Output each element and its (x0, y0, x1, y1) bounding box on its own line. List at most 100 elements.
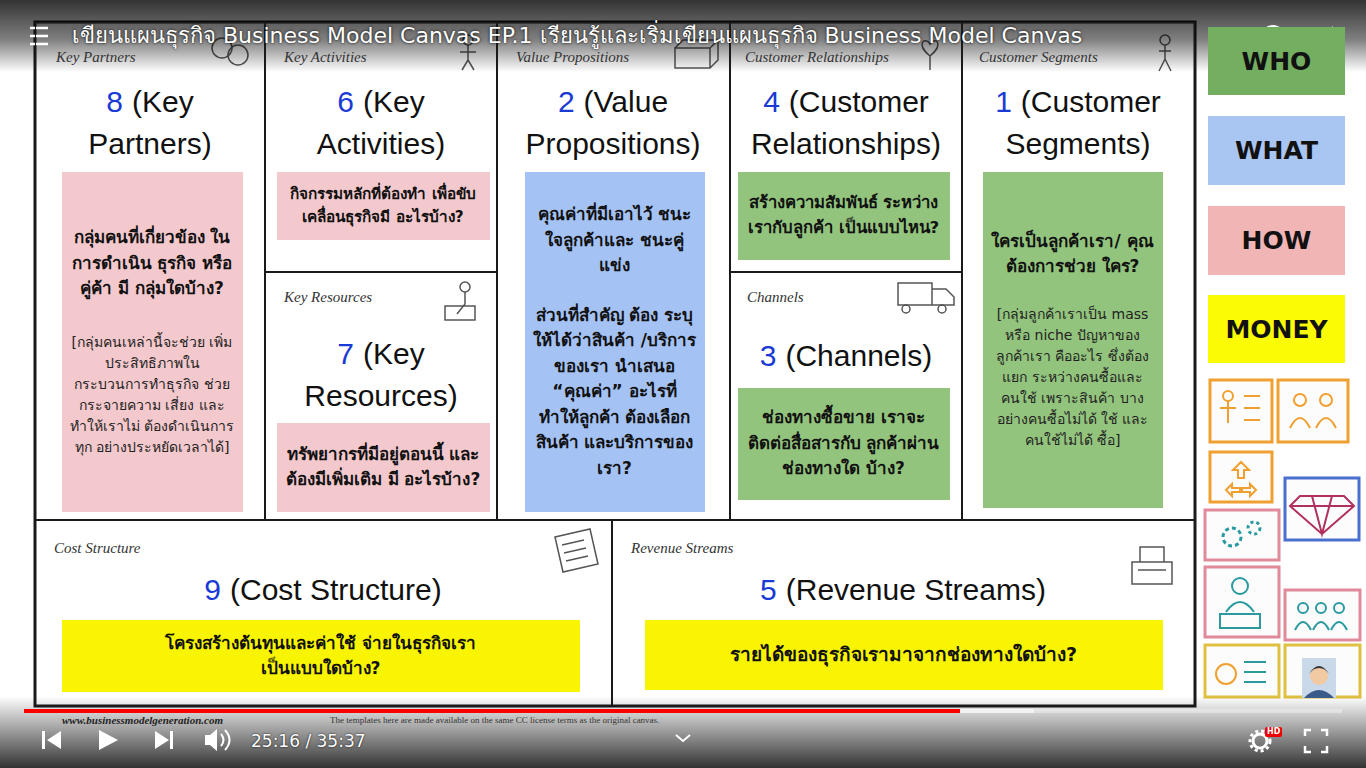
block-heading: Value Propositions (516, 48, 629, 66)
prompt-box: กิจกรรมหลักที่ต้องทำ เพื่อขับเคลื่อนธุรก… (277, 172, 490, 240)
icon-tiles (1205, 380, 1360, 698)
block-title: (Value Propositions) (525, 85, 700, 160)
icon (1216, 664, 1236, 684)
prompt-text: ใครเป็นลูกค้าเรา/ คุณต้องการช่วย ใคร? (991, 229, 1155, 280)
icon (1244, 662, 1266, 682)
prompt-text: กิจกรรมหลักที่ต้องทำ เพื่อขับเคลื่อนธุรก… (285, 183, 482, 229)
block-title: (Key Activities) (317, 85, 445, 160)
bottom-shade (0, 696, 1366, 768)
icon (1226, 462, 1256, 496)
prompt-box: ทรัพยากรที่มีอยู่ตอนนี้ และต้องมีเพิ่มเต… (277, 423, 490, 512)
canvas-block: Revenue Streams5(Revenue Streams)รายได้ข… (612, 520, 1195, 706)
presenter-face (1310, 667, 1328, 685)
block-number: 3 (760, 339, 777, 372)
doodle (898, 283, 954, 305)
category-label: WHO (1242, 47, 1312, 76)
prompt-box: ช่องทางซื้อขาย เราจะติดต่อสื่อสารกับ ลูก… (738, 388, 950, 500)
prompt-text: ทรัพยากรที่มีอยู่ตอนนี้ และต้องมีเพิ่มเต… (285, 442, 482, 493)
block-heading: Key Partners (56, 48, 136, 66)
prev-icon (47, 731, 61, 749)
block-title: (Key Resources) (304, 337, 457, 412)
block-number: 7 (337, 337, 354, 370)
doodle (938, 305, 946, 313)
next-icon (155, 731, 169, 749)
progress-played (24, 709, 960, 713)
icon (1295, 622, 1347, 630)
prompt-box: คุณค่าที่มีเอาไว้ ชนะใจลูกค้าและ ชนะคู่แ… (525, 172, 705, 512)
title-row: 5 (Revenue Streams) (623, 569, 1183, 611)
prompt-text: คุณค่าที่มีเอาไว้ ชนะใจลูกค้าและ ชนะคู่แ… (533, 202, 697, 279)
prompt-text: กลุ่มคนที่เกี่ยวข้อง ในการดำเนิน ธุรกิจ … (70, 225, 235, 302)
icon-tile (1205, 645, 1279, 697)
canvas-block: Value Propositions 2(Value Propositions) ค… (497, 22, 730, 520)
title-row: 9 (Cost Structure) (43, 569, 603, 611)
icon (1290, 418, 1336, 428)
block-title: (Customer Segments) (1005, 85, 1160, 160)
next-icon (170, 731, 173, 749)
prompt-text: รายได้ของธุรกิจเรามาจากช่องทางใดบ้าง? (730, 641, 1077, 669)
icon-tile (1285, 478, 1359, 540)
fullscreen-icon (1305, 730, 1327, 752)
block-heading: Customer Segments (979, 48, 1098, 66)
category-label: WHAT (1235, 136, 1318, 165)
icon-tile (1285, 590, 1360, 640)
icon (1298, 603, 1308, 613)
block-number: 2 (558, 85, 575, 118)
icon (1316, 603, 1326, 613)
category-label: MONEY (1225, 315, 1327, 344)
icon-tile (1205, 510, 1279, 560)
block-title: (Revenue Streams) (786, 573, 1046, 606)
canvas-block: Key Activities6(Key Activities)กิจกรรมหล… (265, 22, 497, 272)
icon (1220, 602, 1260, 628)
icon (1290, 496, 1354, 534)
prompt-text: ส่วนที่สำคัญ ต้อง ระบุให้ได้ว่าสินค้า /บ… (533, 303, 697, 482)
menu-icon (30, 28, 48, 44)
doodle (902, 305, 910, 313)
icon-tile (1210, 380, 1272, 442)
prompt-box: สร้างความสัมพันธ์ ระหว่างเรากับลูกค้า เป… (738, 172, 950, 260)
category-box: MONEY (1208, 295, 1345, 363)
title-row: 2(Value Propositions) (502, 81, 724, 165)
block-heading: Customer Relationships (745, 48, 889, 66)
canvas-block: Cost Structure9(Cost Structure)โครงสร้าง… (35, 520, 612, 706)
prompt-text: โครงสร้างต้นทุนและค่าใช้ จ่ายในธุรกิจเรา… (161, 631, 481, 681)
note-text: [กลุ่มคนเหล่านี้จะช่วย เพิ่มประสิทธิภาพใ… (70, 332, 235, 458)
canvas-block: Key Resources 7(Key Resources) ทรัพยากรที่… (265, 272, 497, 520)
progress-buffer (24, 709, 1034, 713)
time-display: 25:16 / 35:37 (251, 731, 366, 751)
player-icons (30, 25, 1343, 752)
prompt-box: กลุ่มคนที่เกี่ยวข้อง ในการดำเนิน ธุรกิจ … (62, 172, 243, 512)
title-row: 7(Key Resources) (281, 333, 481, 417)
doodle (555, 529, 598, 572)
title-row: 1(Customer Segments) (965, 81, 1191, 165)
title-row: 8(Key Partners) (62, 81, 238, 165)
icon (1232, 578, 1248, 594)
block-heading: Key Resources (284, 288, 372, 306)
volume-icon (205, 729, 217, 751)
presenter-hair (1309, 666, 1329, 674)
hd-badge: HD (1265, 727, 1282, 737)
block-heading: Channels (747, 288, 804, 306)
category-box: WHAT (1208, 116, 1345, 185)
block-title: (Cost Structure) (230, 573, 442, 606)
icon (1334, 603, 1344, 613)
footer-url: www.businessmodelgeneration.com (62, 714, 223, 727)
category-box: WHO (1208, 27, 1345, 95)
block-title: (Channels) (785, 339, 932, 372)
progress-track (24, 709, 1342, 713)
block-heading: Key Activities (284, 48, 367, 66)
category-label: HOW (1242, 226, 1312, 255)
icon (1248, 522, 1260, 534)
block-number: 9 (204, 573, 221, 606)
canvas-block: Customer Segments1(Customer Segments)ใคร… (962, 22, 1195, 520)
icon-tile (1210, 452, 1272, 502)
category-box: HOW (1208, 206, 1345, 275)
play-icon (99, 730, 118, 750)
prompt-box: ใครเป็นลูกค้าเรา/ คุณต้องการช่วย ใคร? [กล… (983, 172, 1163, 508)
presenter-avatar (1302, 658, 1336, 698)
block-number: 5 (760, 573, 777, 606)
volume-waves (221, 730, 230, 750)
note-text: [กลุ่มลูกค้าเราเป็น mass หรือ niche ปัญห… (991, 304, 1155, 451)
